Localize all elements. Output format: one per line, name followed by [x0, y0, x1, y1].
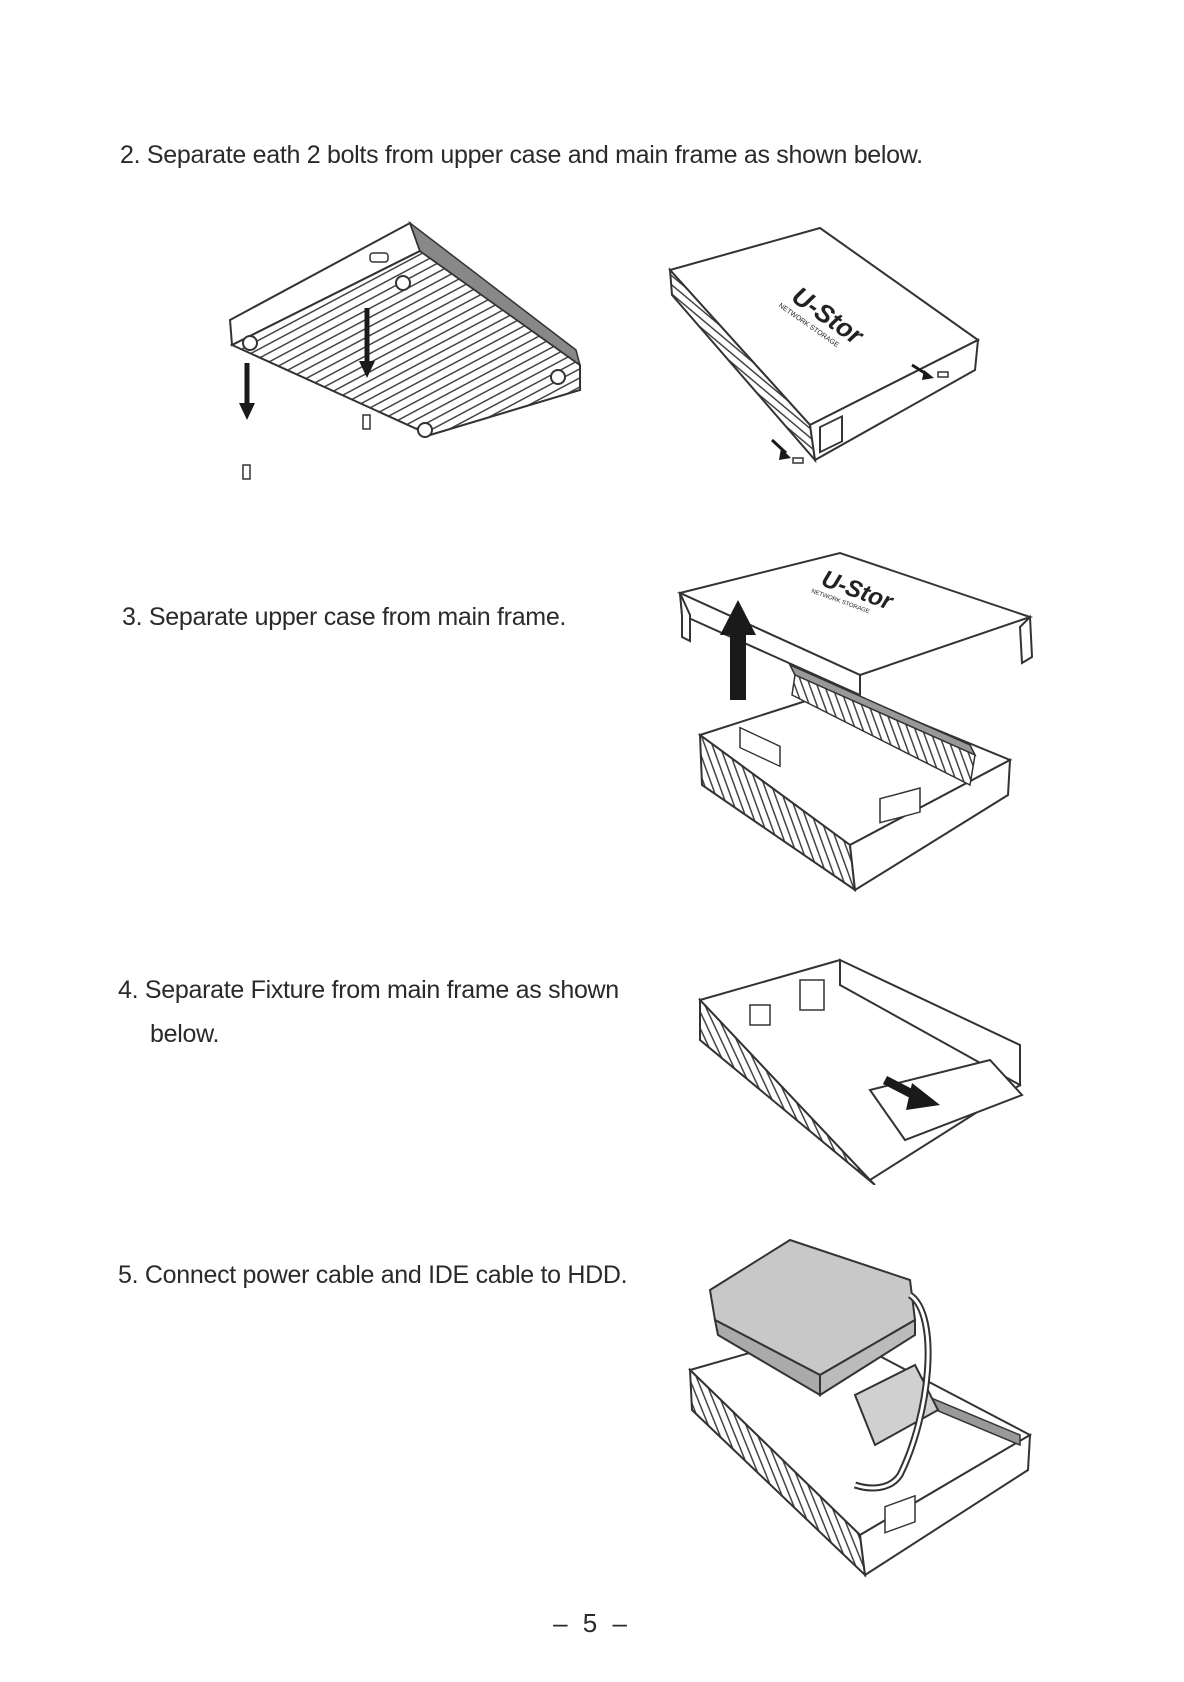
step-3-text: 3. Separate upper case from main frame. — [122, 595, 566, 639]
figure-side-bolts: U-Stor NETWORK STORAGE — [650, 220, 1030, 500]
screw-hole — [551, 370, 565, 384]
step-5-text: 5. Connect power cable and IDE cable to … — [118, 1253, 627, 1297]
bottom-case-illustration — [220, 215, 600, 485]
figure-bottom-bolts — [220, 215, 600, 485]
screw-hole — [418, 423, 432, 437]
figure-fixture-removal — [690, 955, 1030, 1185]
fixture-illustration — [690, 955, 1030, 1185]
lift-case-illustration: U-Stor NETWORK STORAGE — [670, 545, 1050, 905]
screw-hole — [396, 276, 410, 290]
bolt-icon — [243, 465, 250, 479]
down-arrow-icon — [239, 363, 255, 420]
bolt-icon — [363, 415, 370, 429]
hdd-illustration — [670, 1235, 1050, 1585]
rear-case-illustration: U-Stor NETWORK STORAGE — [650, 220, 1030, 500]
step-4-text-cont: below. — [150, 1012, 219, 1056]
bolt-icon — [938, 372, 948, 377]
bolt-icon — [793, 458, 803, 463]
step-4-text: 4. Separate Fixture from main frame as s… — [118, 968, 619, 1012]
right-arrow-icon — [772, 440, 791, 460]
figure-upper-case-removal: U-Stor NETWORK STORAGE — [670, 545, 1050, 905]
page-number: – 5 – — [0, 1608, 1184, 1639]
step-2-text: 2. Separate eath 2 bolts from upper case… — [120, 133, 923, 177]
figure-hdd-connection — [670, 1235, 1050, 1585]
screw-hole — [243, 336, 257, 350]
